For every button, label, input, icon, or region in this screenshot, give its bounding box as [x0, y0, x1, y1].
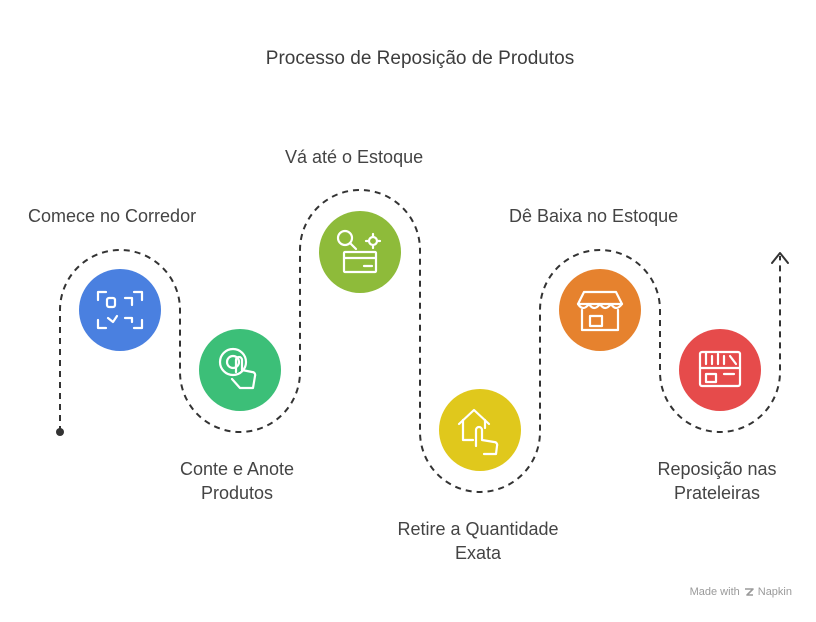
- step-4-label-line-2: Exata: [454, 543, 502, 563]
- shelf-icon: [698, 350, 742, 388]
- flow-start-dot: [56, 428, 64, 436]
- step-5-label: Dê Baixa no Estoque: [509, 206, 679, 226]
- house-hand-icon: [457, 408, 499, 456]
- step-6-label: Reposição nas Prateleiras: [657, 457, 776, 505]
- step-6-node: [679, 329, 761, 411]
- step-2-node: [199, 329, 281, 411]
- step-3-label: Vá até o Estoque: [285, 147, 424, 167]
- step-2-label: Conte e Anote Produtos: [180, 457, 294, 505]
- touch-count-icon: [218, 347, 257, 390]
- storefront-icon: [576, 290, 624, 332]
- step-2-label-line-1: Conte e Anote: [179, 459, 295, 479]
- step-2-label-line-2: Produtos: [200, 483, 274, 503]
- flow-path: [59, 189, 781, 493]
- step-1-node: [79, 269, 161, 351]
- step-6-label-line-1: Reposição nas: [657, 459, 777, 479]
- step-6-circle: [679, 329, 761, 411]
- diagram-title: Processo de Reposição de Produtos: [265, 48, 575, 69]
- step-2-circle: [199, 329, 281, 411]
- step-4-circle: [439, 389, 521, 471]
- search-box-settings-icon: [336, 229, 382, 274]
- footer-brand: Napkin: [757, 586, 792, 598]
- step-4-node: [439, 389, 521, 471]
- scan-frame-icon: [96, 290, 144, 330]
- flow-end-arrow-icon: [771, 252, 789, 264]
- step-3-node: [319, 211, 401, 293]
- step-4-label-line-1: Retire a Quantidade: [397, 519, 559, 539]
- step-4-label: Retire a Quantidade Exata: [397, 517, 558, 565]
- step-5-node: [559, 269, 641, 351]
- step-1-label: Comece no Corredor: [28, 206, 197, 226]
- footer-prefix: Made with: [689, 586, 740, 598]
- step-6-label-line-2: Prateleiras: [673, 483, 761, 503]
- step-1-circle: [79, 269, 161, 351]
- napkin-logo-icon: [744, 588, 754, 596]
- napkin-attribution[interactable]: Made with Napkin: [690, 586, 792, 598]
- step-5-circle: [559, 269, 641, 351]
